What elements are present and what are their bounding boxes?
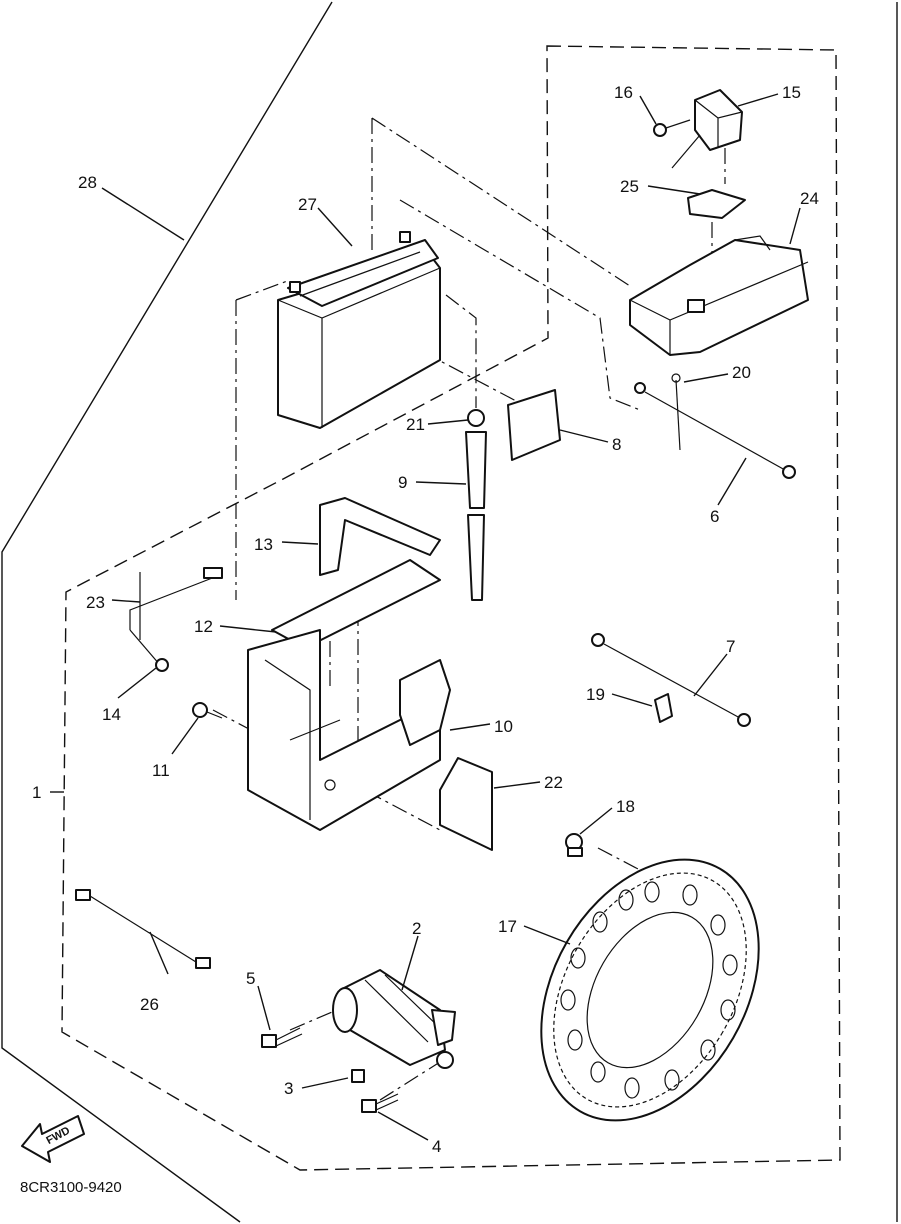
- callout-17: 17: [498, 917, 517, 936]
- lead-connector: [203, 567, 223, 579]
- cover-slot: [687, 299, 705, 313]
- starter-motor: [332, 969, 456, 1069]
- battery-terminal-left: [289, 281, 301, 293]
- lead-wire-connector-left: [75, 889, 91, 901]
- callout-25: 25: [620, 177, 639, 196]
- callout-13: 13: [254, 535, 273, 554]
- relay-lead: [129, 567, 223, 672]
- box-bolt: [192, 702, 223, 719]
- leader-lines: [50, 93, 801, 1141]
- callout-16: 16: [614, 83, 633, 102]
- callout-4: 4: [432, 1137, 441, 1156]
- callout-11: 11: [152, 761, 170, 780]
- relay-bracket: [687, 189, 746, 219]
- callout-14: 14: [102, 705, 121, 724]
- motor-bolt-long-head: [261, 1034, 277, 1048]
- battery-plate: [271, 559, 441, 649]
- drawing-code: 8CR3100-9420: [20, 1179, 122, 1196]
- battery-terminal-right: [399, 231, 411, 243]
- callout-22: 22: [544, 773, 563, 792]
- battery-cable-negative: [591, 633, 751, 727]
- battery: [277, 231, 441, 429]
- assembly-lines: [212, 117, 726, 1101]
- callout-8: 8: [612, 435, 621, 454]
- gear-holes: [560, 881, 738, 1099]
- callout-20: 20: [732, 363, 751, 382]
- breather-hose: [465, 431, 487, 601]
- motor-bolt-long: [261, 1027, 303, 1048]
- fwd-arrow-icon: FWD: [21, 1115, 85, 1163]
- starter-gear: [540, 858, 760, 1122]
- callout-1: 1: [32, 783, 41, 802]
- sprocket-bolt: [565, 833, 583, 857]
- callout-27: 27: [298, 195, 317, 214]
- callout-7: 7: [726, 637, 735, 656]
- callout-9: 9: [398, 473, 407, 492]
- callout-labels: 1 2 3 4 5 6 7 8 9 10 11 12 13 14 15 16 1…: [32, 83, 819, 1156]
- electrical-box-cover: [629, 235, 809, 356]
- callout-2: 2: [412, 919, 421, 938]
- battery-cable-positive: [634, 373, 796, 479]
- callout-6: 6: [710, 507, 719, 526]
- battery-box: [247, 629, 451, 831]
- motor-nut: [351, 1069, 365, 1083]
- callout-24: 24: [800, 189, 819, 208]
- lead-wire-connector-right: [195, 957, 211, 969]
- callout-12: 12: [194, 617, 213, 636]
- callout-28: 28: [78, 173, 97, 192]
- lead-wire: [75, 889, 211, 969]
- relay-bolt: [653, 119, 691, 137]
- motor-bolt-short: [361, 1093, 399, 1113]
- group-outline: [61, 45, 841, 1171]
- callout-18: 18: [616, 797, 635, 816]
- callout-3: 3: [284, 1079, 293, 1098]
- sprocket-bolt-shank: [567, 847, 583, 857]
- callout-23: 23: [86, 593, 105, 612]
- callout-10: 10: [494, 717, 513, 736]
- hose-clamp: [467, 409, 485, 427]
- callout-21: 21: [406, 415, 425, 434]
- callout-19: 19: [586, 685, 605, 704]
- box-plate: [439, 757, 493, 851]
- callout-15: 15: [782, 83, 801, 102]
- battery-pad: [507, 389, 561, 461]
- battery-band: [319, 497, 441, 576]
- callout-26: 26: [140, 995, 159, 1014]
- starter-relay: [671, 89, 743, 169]
- callout-5: 5: [246, 969, 255, 988]
